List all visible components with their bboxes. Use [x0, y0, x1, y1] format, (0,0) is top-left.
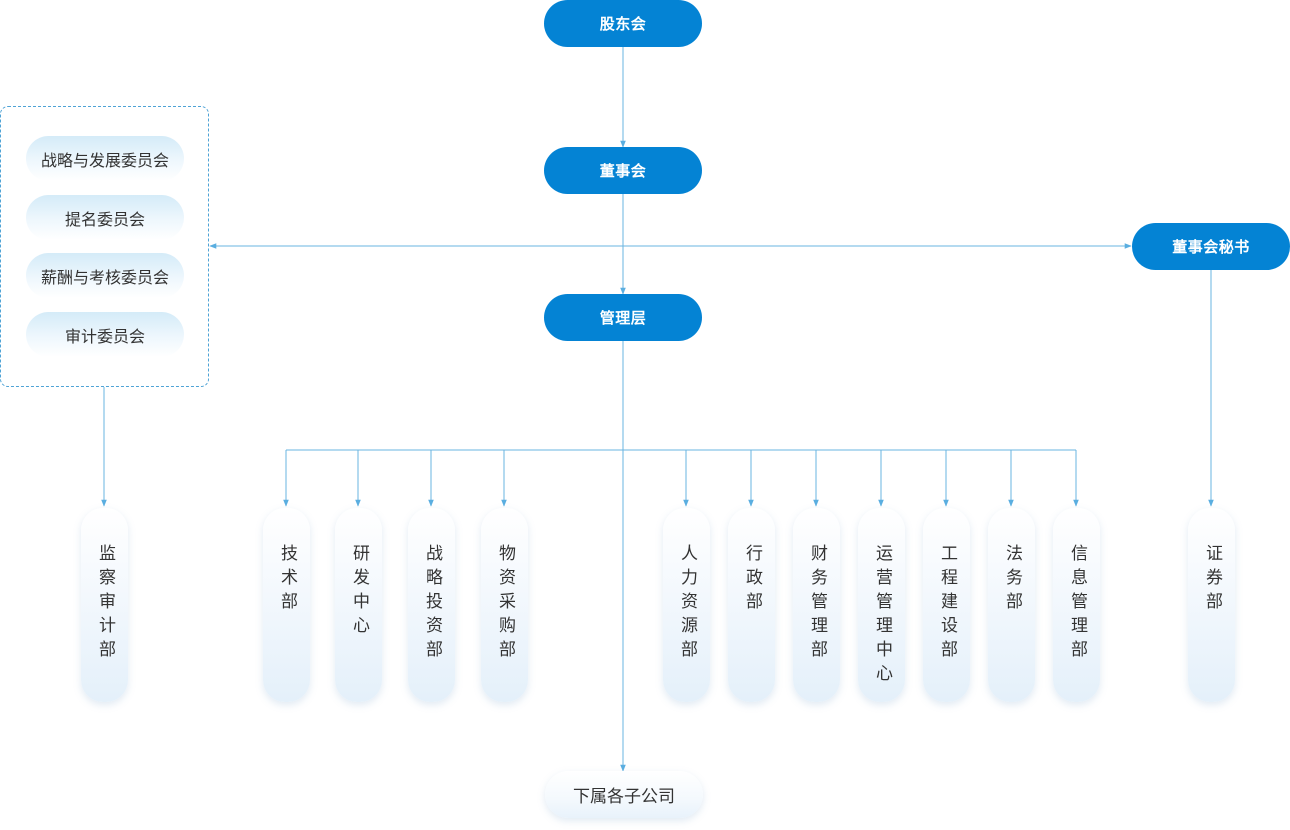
dept-rd-center-label: 研发中心: [349, 544, 369, 640]
dept-information-management[interactable]: 信息管理部: [1053, 508, 1100, 702]
dept-legal-label: 法务部: [1002, 544, 1022, 616]
dept-securities[interactable]: 证券部: [1188, 508, 1235, 702]
board-node[interactable]: 董事会: [544, 147, 702, 194]
dept-strategic-investment-label: 战略投资部: [422, 544, 442, 664]
dept-administration-label: 行政部: [742, 544, 762, 616]
dept-finance-label: 财务管理部: [807, 544, 827, 664]
dept-rd-center[interactable]: 研发中心: [335, 508, 382, 702]
dept-securities-label: 证券部: [1202, 544, 1222, 616]
dept-procurement[interactable]: 物资采购部: [481, 508, 528, 702]
dept-administration[interactable]: 行政部: [728, 508, 775, 702]
dept-strategic-investment[interactable]: 战略投资部: [408, 508, 455, 702]
management-node[interactable]: 管理层: [544, 294, 702, 341]
committee-strategy-development[interactable]: 战略与发展委员会: [26, 136, 184, 181]
dept-legal[interactable]: 法务部: [988, 508, 1035, 702]
dept-human-resources-label: 人力资源部: [677, 544, 697, 664]
dept-technology[interactable]: 技术部: [263, 508, 310, 702]
board-secretary-node[interactable]: 董事会秘书: [1132, 223, 1290, 270]
dept-technology-label: 技术部: [277, 544, 297, 616]
dept-engineering-label: 工程建设部: [937, 544, 957, 664]
dept-finance[interactable]: 财务管理部: [793, 508, 840, 702]
dept-operations-center-label: 运营管理中心: [872, 544, 892, 688]
shareholders-node[interactable]: 股东会: [544, 0, 702, 47]
subsidiaries-node[interactable]: 下属各子公司: [545, 771, 703, 818]
dept-human-resources[interactable]: 人力资源部: [663, 508, 710, 702]
dept-information-management-label: 信息管理部: [1067, 544, 1087, 664]
committee-compensation-assessment[interactable]: 薪酬与考核委员会: [26, 253, 184, 298]
dept-audit-supervision[interactable]: 监察审计部: [81, 508, 128, 702]
dept-engineering[interactable]: 工程建设部: [923, 508, 970, 702]
dept-procurement-label: 物资采购部: [495, 544, 515, 664]
dept-audit-supervision-label: 监察审计部: [95, 544, 115, 664]
committee-nomination[interactable]: 提名委员会: [26, 195, 184, 240]
dept-operations-center[interactable]: 运营管理中心: [858, 508, 905, 702]
committee-audit[interactable]: 审计委员会: [26, 312, 184, 357]
